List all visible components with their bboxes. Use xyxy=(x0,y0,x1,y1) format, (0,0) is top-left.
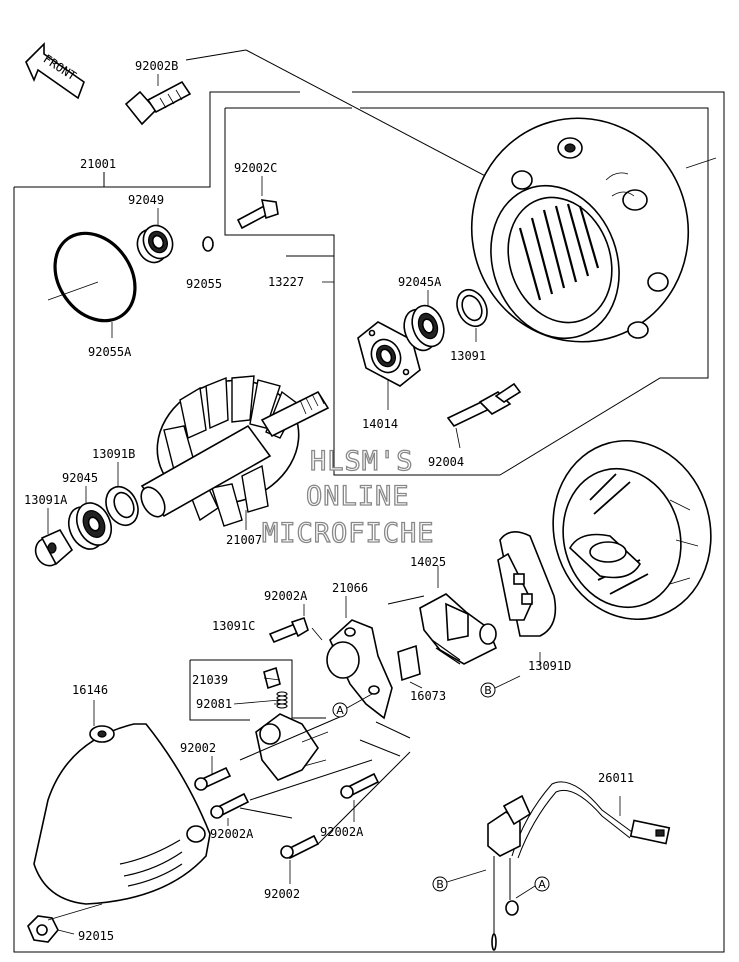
label-92081: 92081 xyxy=(196,697,232,711)
brush-spring-group xyxy=(189,659,329,781)
label-92045a: 92045A xyxy=(398,275,442,289)
svg-text:B: B xyxy=(436,878,444,891)
bolt-92002c xyxy=(236,176,279,230)
label-21039: 21039 xyxy=(192,673,228,687)
brush-16073 xyxy=(397,644,423,689)
label-92002b: 92002B xyxy=(135,59,178,73)
bearing-92045a xyxy=(403,290,445,352)
label-92002a-top: 92002A xyxy=(264,589,308,603)
label-92049: 92049 xyxy=(128,193,164,207)
label-13091: 13091 xyxy=(450,349,486,363)
svg-text:B: B xyxy=(484,684,492,697)
label-92055a: 92055A xyxy=(88,345,132,359)
collar-13091a xyxy=(34,508,74,567)
collar-13091 xyxy=(456,288,488,342)
leader-lines xyxy=(233,281,334,705)
label-92002-left: 92002 xyxy=(180,741,216,755)
watermark: HLSM'S ONLINE MICROFICHE xyxy=(261,445,435,549)
bolt-92002-left xyxy=(194,756,232,791)
bolt-92002a-lower-right xyxy=(340,772,380,822)
label-13091a: 13091A xyxy=(24,493,68,507)
bolt-92002-bottom xyxy=(280,834,320,884)
connector-b-lower: B xyxy=(432,869,487,892)
rotor-21007 xyxy=(140,375,330,530)
seal-14014 xyxy=(357,321,421,410)
label-13091d: 13091D xyxy=(528,659,571,673)
watermark-line3: MICROFICHE xyxy=(262,518,435,549)
label-92002a-left: 92002A xyxy=(210,827,254,841)
label-92002a-right: 92002A xyxy=(320,825,364,839)
label-92002c: 92002C xyxy=(234,161,277,175)
stator-housing xyxy=(470,117,717,343)
frame-lines xyxy=(13,49,725,953)
rectifier-13091d xyxy=(497,531,557,666)
label-14025: 14025 xyxy=(410,555,446,569)
bolt-92002a-lower-left xyxy=(210,792,250,826)
bearing-92045 xyxy=(67,486,113,550)
stud-92004 xyxy=(446,382,522,449)
label-92045: 92045 xyxy=(62,471,98,485)
end-cover xyxy=(552,439,712,621)
label-92015: 92015 xyxy=(78,929,114,943)
label-92055: 92055 xyxy=(186,277,222,291)
watermark-line1: HLSM'S xyxy=(310,446,414,477)
svg-text:A: A xyxy=(538,878,546,891)
bearing-92049 xyxy=(136,208,174,264)
regulator-14025 xyxy=(419,566,498,665)
label-16073: 16073 xyxy=(410,689,446,703)
small-ring-92055 xyxy=(202,236,214,252)
label-13091b: 13091B xyxy=(92,447,135,461)
label-92002-bottom: 92002 xyxy=(264,887,300,901)
label-16146: 16146 xyxy=(72,683,108,697)
label-21001: 21001 xyxy=(80,157,116,171)
watermark-line2: ONLINE xyxy=(306,481,410,512)
label-21066: 21066 xyxy=(332,581,368,595)
connector-b-upper: B xyxy=(480,675,521,698)
label-13227: 13227 xyxy=(268,275,304,289)
cover-16146 xyxy=(33,700,211,905)
front-arrow-icon: FRONT xyxy=(25,42,85,100)
nut-92015 xyxy=(27,903,103,943)
label-21007: 21007 xyxy=(226,533,262,547)
connector-a-upper: A xyxy=(332,693,373,718)
bolt-92002a-upper xyxy=(268,604,323,644)
part-labels: 92002B 21001 92002C 92049 92055 13227 92… xyxy=(24,59,634,943)
svg-text:A: A xyxy=(336,704,344,717)
o-ring-92055a xyxy=(47,231,137,338)
harness-26011 xyxy=(487,781,671,951)
label-92004: 92004 xyxy=(428,455,464,469)
assembly-lines xyxy=(239,595,425,845)
label-13091c: 13091C xyxy=(212,619,255,633)
connector-a-lower: A xyxy=(515,876,550,899)
label-26011: 26011 xyxy=(598,771,634,785)
collar-13091b xyxy=(105,462,139,527)
label-14014: 14014 xyxy=(362,417,398,431)
bolt-92002b xyxy=(124,74,192,126)
brush-holder-21066 xyxy=(326,596,393,720)
